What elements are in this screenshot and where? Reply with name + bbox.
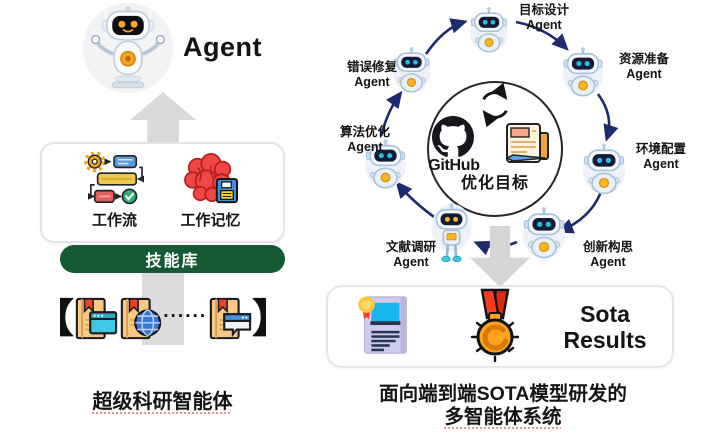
left-caption: 超级科研智能体 [92, 391, 233, 413]
book-chat-icon [209, 297, 251, 340]
up-arrow [130, 92, 196, 142]
agent-label-env-config: 环境配置 Agent [635, 142, 686, 171]
skill-sources-row: 【 ······ [34, 291, 292, 347]
goal-label: 优化目标 [460, 175, 529, 192]
workflow-tool: 工作流 [83, 152, 146, 241]
cycle-arrows-icon [482, 82, 508, 128]
github-label: GitHub [428, 157, 480, 174]
workflow-label: 工作流 [91, 212, 137, 229]
workflow-icon [83, 152, 144, 205]
book-globe-icon [120, 297, 161, 340]
memory-brain-icon [183, 153, 238, 204]
medal-icon [470, 288, 520, 363]
agent-label-goal-design: 目标设计 Agent [518, 3, 569, 32]
right-caption: 面向端到端SOTA模型研发的 多智能体系统 [379, 383, 627, 428]
robot-innovation-icon [519, 206, 569, 260]
sota-results-text: Sota Results [563, 301, 647, 353]
skill-library-pill: 技能库 [60, 245, 285, 273]
tools-box: 工作流 工作记忆 [40, 142, 285, 243]
agent-label-literature: 文献调研 Agent [385, 240, 436, 269]
certificate-icon [358, 296, 407, 354]
robot-env-config-icon [581, 142, 627, 196]
agent-label-algorithm: 算法优化 Agent [339, 125, 390, 154]
memory-tool: 工作记忆 [180, 152, 242, 241]
document-pencil-icon [505, 123, 549, 163]
bracket-close: 】 [252, 297, 292, 341]
agent-label-error-fix: 错误修复 Agent [346, 60, 397, 89]
big-robot-icon [86, 2, 170, 98]
agent-label-innovation: 创新构思 Agent [582, 240, 633, 269]
github-octocat-icon [432, 116, 474, 157]
results-box: Sota Results [326, 285, 674, 368]
book-browser-icon [76, 297, 118, 340]
robot-resource-prep-icon [560, 46, 606, 98]
memory-label: 工作记忆 [180, 212, 241, 229]
robot-goal-design-icon [468, 6, 510, 54]
bracket-open: 【 [34, 297, 74, 341]
agent-title: Agent [183, 32, 262, 62]
ellipsis: ······ [163, 306, 208, 327]
agent-label-resource-prep: 资源准备 Agent [618, 52, 669, 81]
